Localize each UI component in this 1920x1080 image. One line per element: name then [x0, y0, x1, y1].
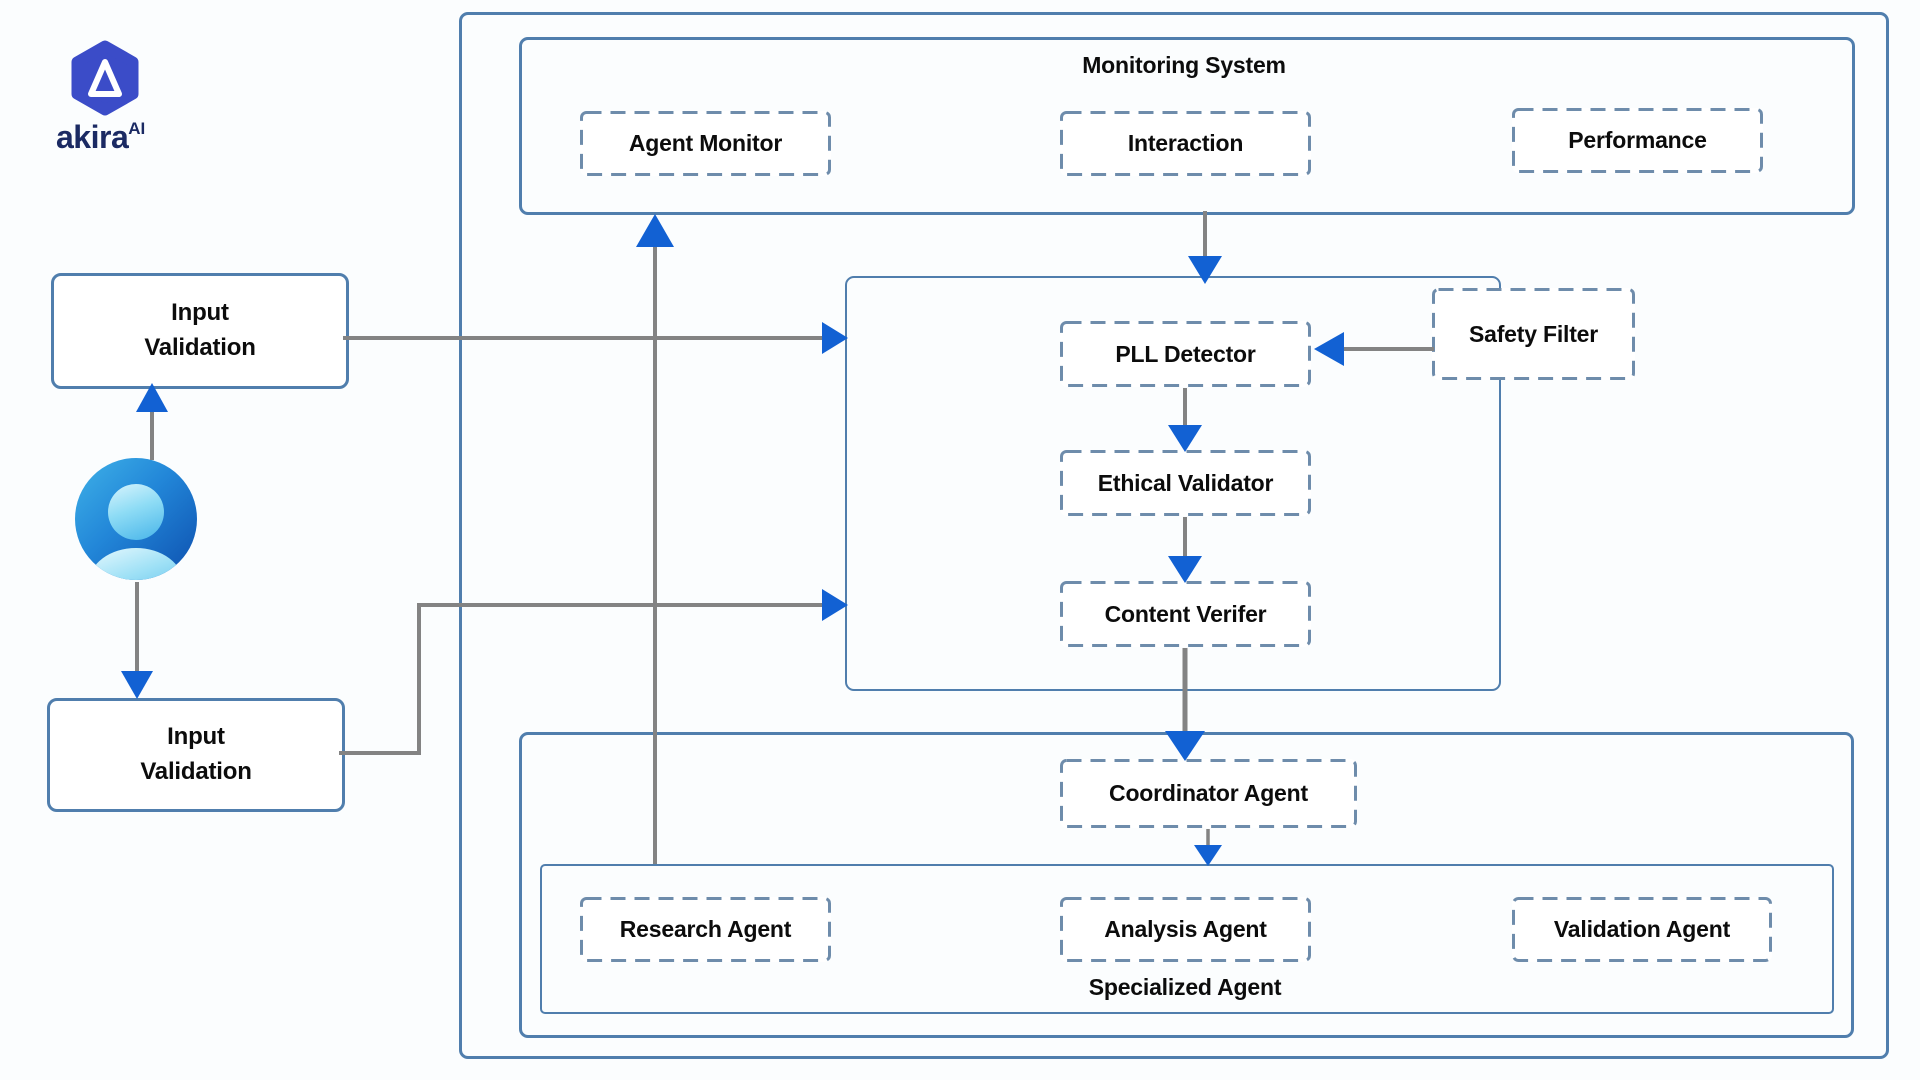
node-validation-agent-label: Validation Agent — [1553, 916, 1731, 942]
node-validation-agent: Validation Agent — [1512, 897, 1772, 962]
node-research-agent: Research Agent — [580, 897, 831, 962]
node-safety-filter-label: Safety Filter — [1468, 320, 1599, 347]
node-content-verifier: Content Verifer — [1060, 581, 1311, 647]
node-coordinator-agent-label: Coordinator Agent — [1109, 780, 1308, 806]
node-input-validation-top: Input Validation — [51, 273, 349, 389]
node-analysis-agent-label: Analysis Agent — [1104, 916, 1267, 942]
node-pll-detector: PLL Detector — [1060, 321, 1311, 387]
user-avatar — [75, 458, 197, 580]
node-input-validation-top-label: Input Validation — [144, 299, 256, 361]
node-interaction-label: Interaction — [1127, 130, 1244, 156]
node-agent-monitor: Agent Monitor — [580, 111, 831, 176]
specialized-agent-title: Specialized Agent — [1088, 974, 1282, 1000]
node-research-agent-label: Research Agent — [619, 916, 792, 942]
node-performance-label: Performance — [1568, 127, 1707, 153]
node-pll-detector-label: PLL Detector — [1115, 340, 1256, 367]
node-safety-filter: Safety Filter — [1432, 288, 1635, 380]
node-performance: Performance — [1512, 108, 1763, 173]
node-ethical-validator: Ethical Validator — [1060, 450, 1311, 516]
user-avatar-head — [108, 484, 164, 540]
brand-superscript: AI — [128, 119, 146, 138]
akira-ai-logo: akiraAI — [56, 40, 236, 156]
node-input-validation-bottom-label: Input Validation — [140, 723, 252, 785]
outer-system-container — [459, 12, 1889, 1059]
brand-wordmark: akiraAI — [56, 119, 146, 155]
safety-pipeline-container — [845, 276, 1501, 691]
monitoring-system-container — [519, 37, 1855, 215]
node-input-validation-bottom: Input Validation — [47, 698, 345, 812]
akira-hexagon-icon — [71, 40, 139, 116]
node-interaction: Interaction — [1060, 111, 1311, 176]
node-coordinator-agent: Coordinator Agent — [1060, 759, 1357, 828]
monitoring-system-title: Monitoring System — [1082, 52, 1286, 78]
arrow-user-to-input-bottom — [121, 582, 153, 699]
user-avatar-shoulders — [89, 548, 183, 580]
node-agent-monitor-label: Agent Monitor — [628, 130, 783, 156]
arrow-user-to-input-top — [136, 383, 168, 460]
node-ethical-validator-label: Ethical Validator — [1097, 469, 1274, 496]
specialized-agent-container — [540, 864, 1834, 1014]
node-analysis-agent: Analysis Agent — [1060, 897, 1311, 962]
node-content-verifier-label: Content Verifer — [1104, 600, 1267, 627]
